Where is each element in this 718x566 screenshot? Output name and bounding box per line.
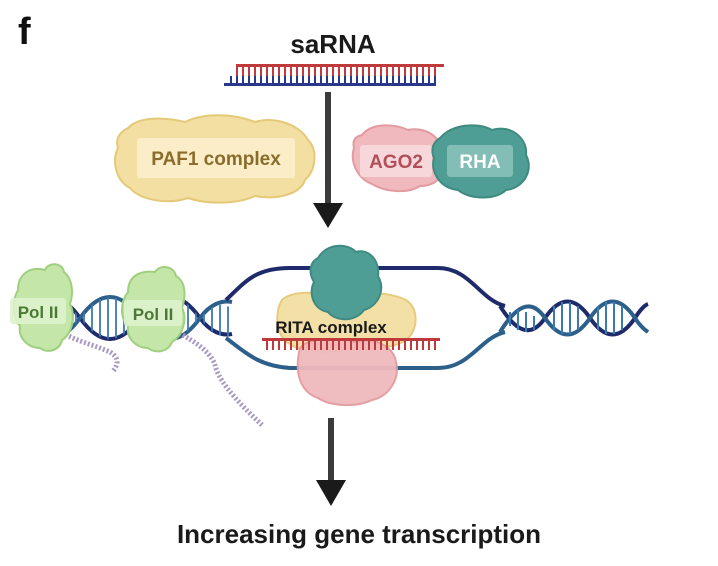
sarna-duplex [224,64,444,86]
ago2-protein: AGO2 [351,124,445,192]
arrow-down-top [313,92,343,228]
paf1-label: PAF1 complex [151,149,281,170]
pol2-label-2: Pol II [133,305,174,324]
rita-complex: RITA complex [262,244,440,406]
paf1-complex: PAF1 complex [114,114,316,204]
arrow-down-bottom [316,418,346,506]
rna-transcripts [50,323,264,427]
pol2-label-1: Pol II [18,303,59,322]
sarna-title: saRNA [290,29,375,59]
caption: Increasing gene transcription [177,519,541,549]
rha-label: RHA [459,152,500,173]
pol2-enzyme-1: Pol II [10,263,74,352]
rha-protein: RHA [431,124,530,199]
pol2-enzyme-2: Pol II [121,266,186,353]
panel-letter: f [18,11,31,53]
dna-bubble [224,266,506,370]
dna-helix-right [498,299,650,337]
rita-label: RITA complex [275,318,387,337]
ago2-label: AGO2 [369,152,423,173]
